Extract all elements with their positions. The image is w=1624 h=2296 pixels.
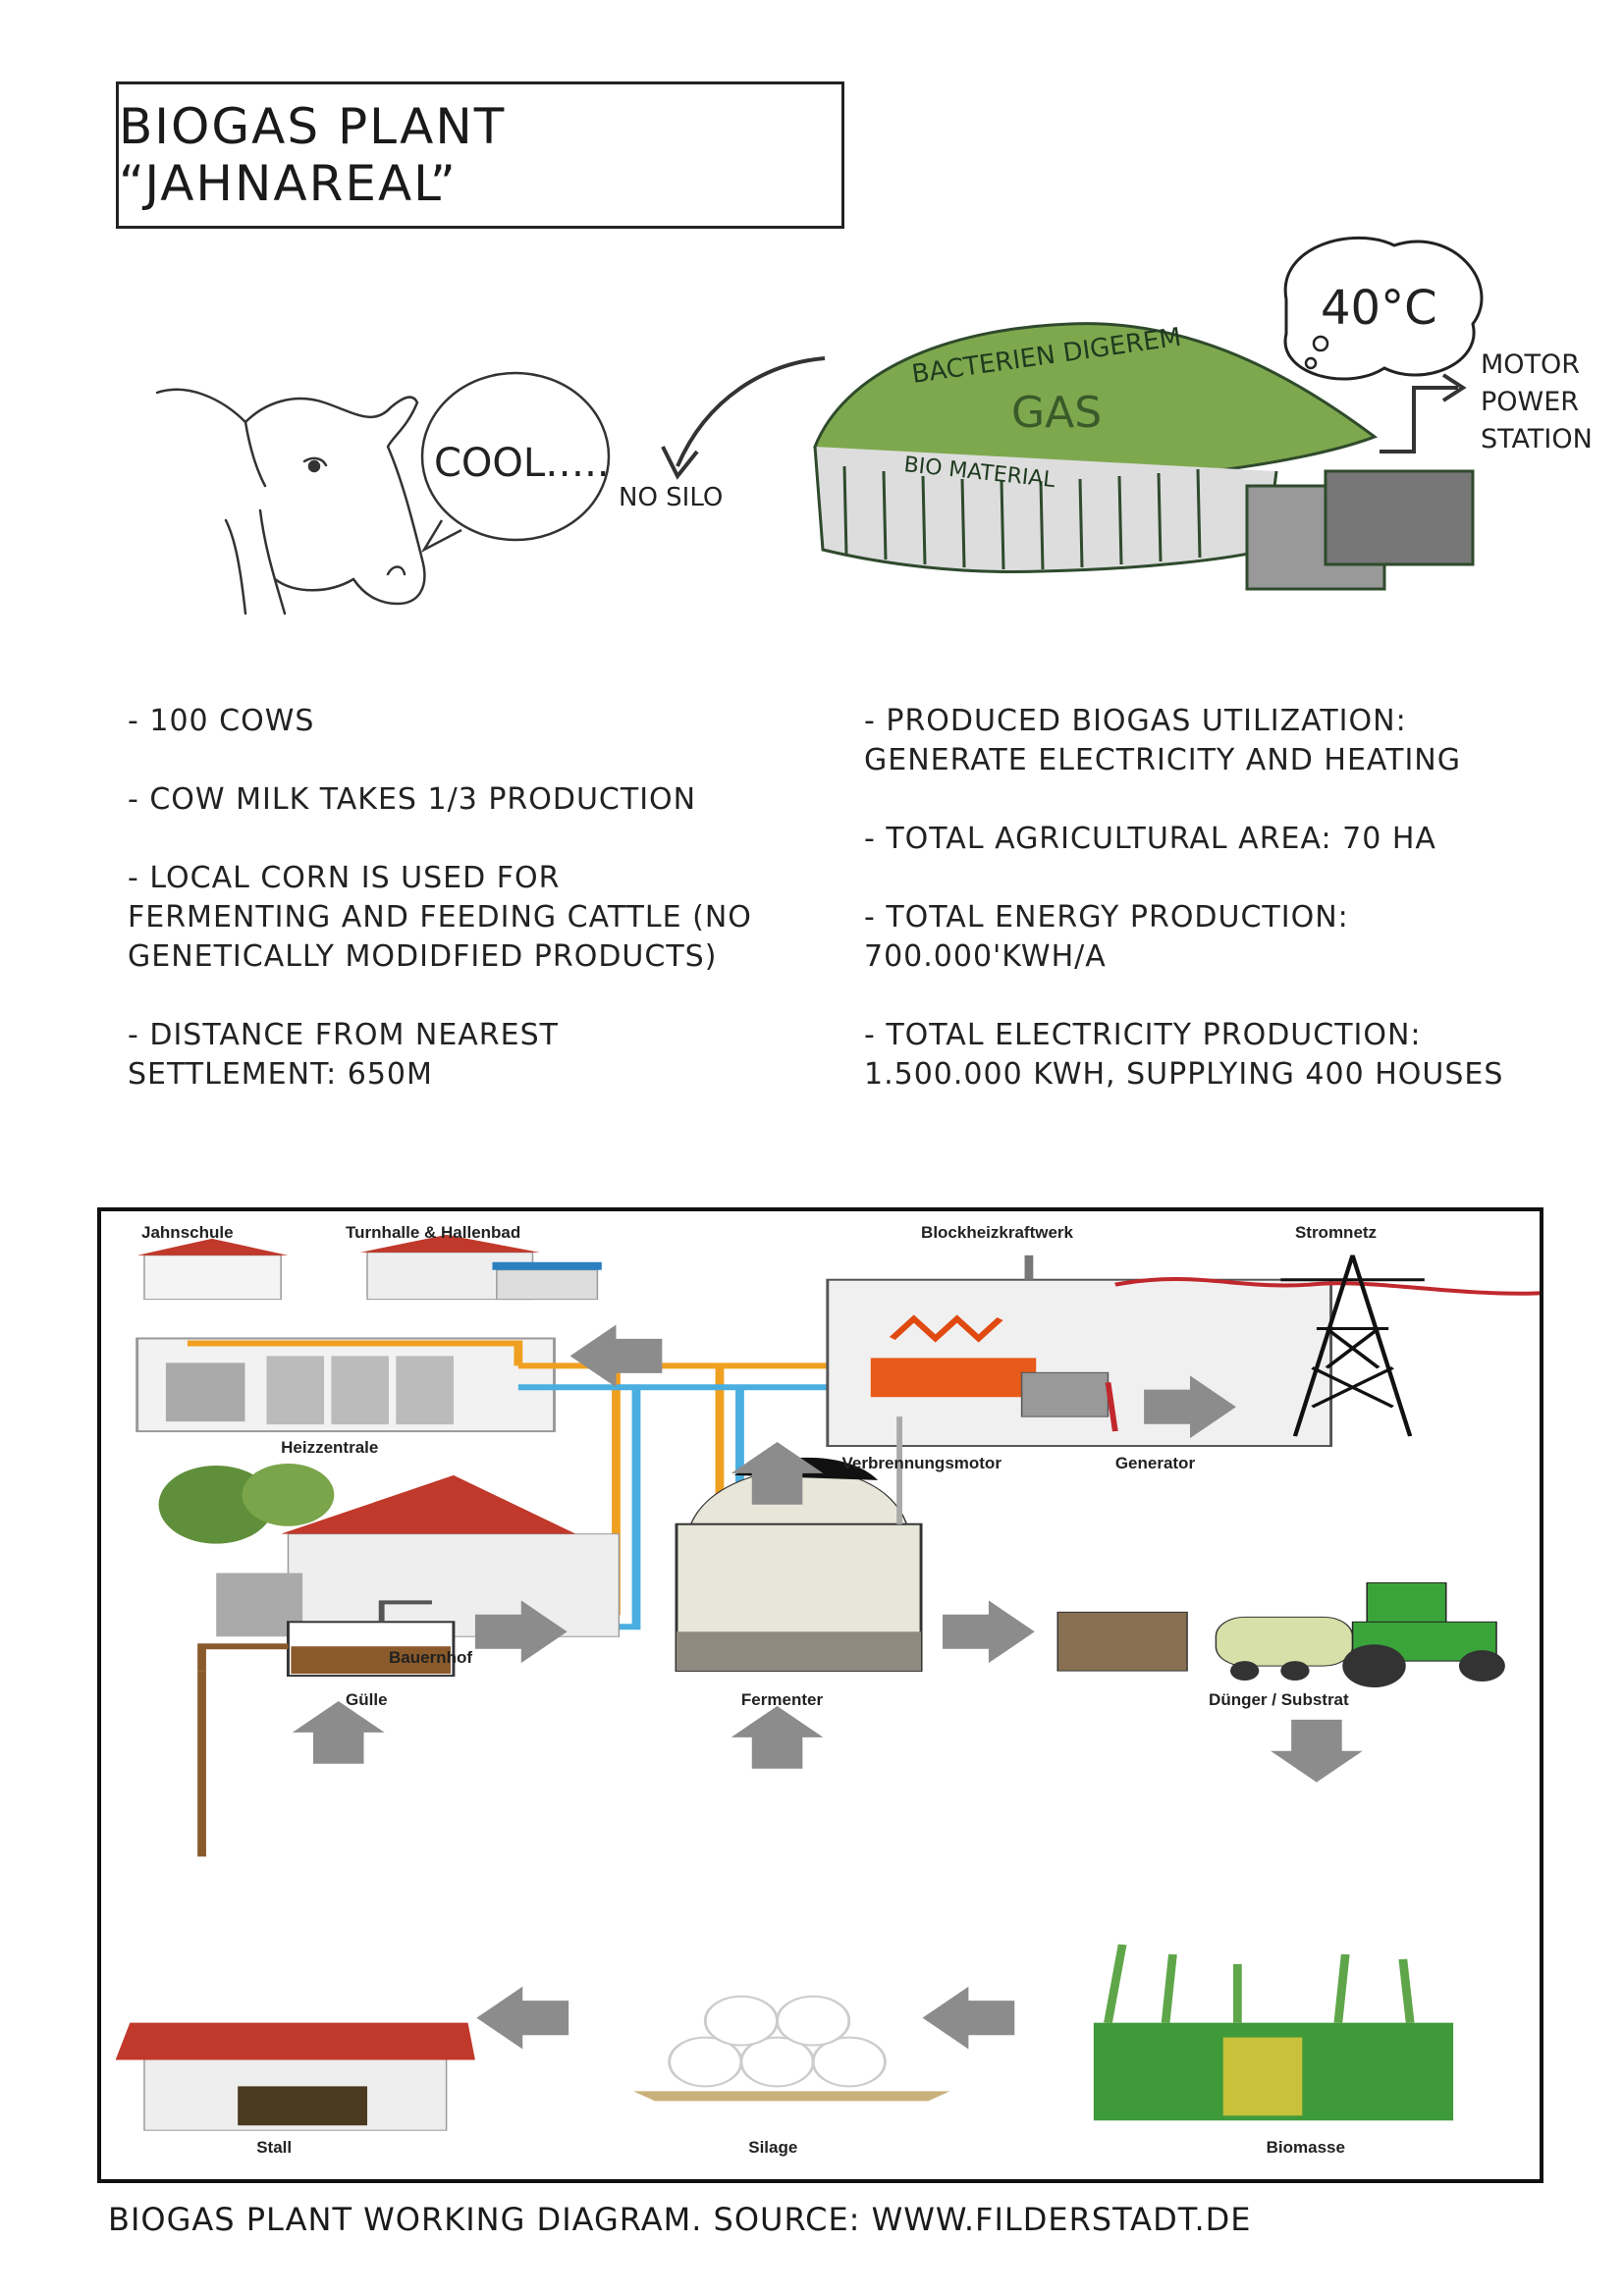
label-stall: Stall bbox=[256, 2138, 293, 2158]
title-box: BIOGAS PLANT “JAHNAREAL” bbox=[116, 81, 844, 229]
biogas-diagram: Jahnschule Turnhalle & Hallenbad Heizzen… bbox=[97, 1207, 1543, 2183]
speech-bubble bbox=[420, 371, 611, 542]
output-line-3: STATION bbox=[1481, 424, 1593, 454]
fact-item: - TOTAL ENERGY PRODUCTION: 700.000'KWH/A bbox=[864, 900, 1349, 974]
label-turnhalle: Turnhalle & Hallenbad bbox=[346, 1222, 521, 1242]
facts-left: - 100 COWS - COW MILK TAKES 1/3 PRODUCTI… bbox=[128, 702, 756, 1134]
thought-bubble bbox=[1283, 237, 1484, 381]
fertilizer-tractor bbox=[1056, 1581, 1505, 1688]
cow-sketch bbox=[155, 388, 426, 615]
fact-item: - TOTAL AGRICULTURAL AREA: 70 HA bbox=[864, 822, 1436, 856]
manure-tank bbox=[197, 1600, 456, 1857]
school-buildings bbox=[136, 1234, 602, 1301]
figure-caption: BIOGAS PLANT WORKING DIAGRAM. SOURCE: WW… bbox=[108, 2201, 1252, 2238]
fact-item: - PRODUCED BIOGAS UTILIZATION: GENERATE … bbox=[864, 704, 1461, 777]
temperature-text: 40°C bbox=[1321, 281, 1437, 336]
output-line-1: MOTOR bbox=[1481, 349, 1580, 380]
label-heizzentrale: Heizzentrale bbox=[281, 1438, 379, 1458]
label-blockheizkraftwerk: Blockheizkraftwerk bbox=[921, 1222, 1073, 1242]
stable bbox=[115, 2022, 475, 2131]
label-silage: Silage bbox=[748, 2138, 798, 2158]
fermenter-tank bbox=[675, 1416, 923, 1673]
fact-item: - COW MILK TAKES 1/3 PRODUCTION bbox=[128, 782, 697, 817]
output-line-2: POWER bbox=[1481, 387, 1579, 417]
label-guelle: Gülle bbox=[346, 1690, 388, 1710]
label-bauernhof: Bauernhof bbox=[389, 1648, 472, 1668]
fact-item: - LOCAL CORN IS USED FOR FERMENTING AND … bbox=[128, 861, 752, 974]
label-generator: Generator bbox=[1114, 1453, 1196, 1472]
cow-speech-text: COOL….. bbox=[434, 441, 610, 486]
biogas-dome-sketch: BACTERIEN DIGEREM GAS BIO MATERIAL bbox=[813, 322, 1475, 591]
no-silo-label: NO SILO bbox=[619, 483, 723, 512]
power-cable bbox=[1105, 1277, 1540, 1432]
diagram-graphics bbox=[115, 1234, 1540, 2131]
motor-arrow bbox=[1380, 386, 1458, 454]
sketch-illustration: COOL….. NO SILO BACTERIEN DIGEREM GAS BI… bbox=[155, 237, 1593, 615]
label-jahnschule: Jahnschule bbox=[141, 1222, 234, 1242]
power-pylon bbox=[1280, 1255, 1425, 1437]
page-title: BIOGAS PLANT “JAHNAREAL” bbox=[119, 98, 507, 212]
dome-text-mid: GAS bbox=[1011, 388, 1102, 438]
label-verbrennungsmotor: Verbrennungsmotor bbox=[841, 1453, 1001, 1472]
label-biomasse: Biomasse bbox=[1266, 2138, 1345, 2158]
fact-item: - DISTANCE FROM NEAREST SETTLEMENT: 650M bbox=[128, 1018, 559, 1092]
label-fermenter: Fermenter bbox=[740, 1690, 824, 1710]
biomass-crops bbox=[1093, 1944, 1454, 2121]
no-silo-arrow bbox=[676, 356, 826, 467]
facts-right: - PRODUCED BIOGAS UTILIZATION: GENERATE … bbox=[864, 702, 1571, 1134]
silage-bales bbox=[633, 1995, 950, 2102]
label-duenger: Dünger / Substrat bbox=[1209, 1690, 1349, 1710]
label-stromnetz: Stromnetz bbox=[1294, 1222, 1378, 1242]
fact-item: - 100 COWS bbox=[128, 704, 315, 738]
farmhouse bbox=[158, 1463, 621, 1637]
fact-item: - TOTAL ELECTRICITY PRODUCTION: 1.500.00… bbox=[864, 1018, 1504, 1092]
